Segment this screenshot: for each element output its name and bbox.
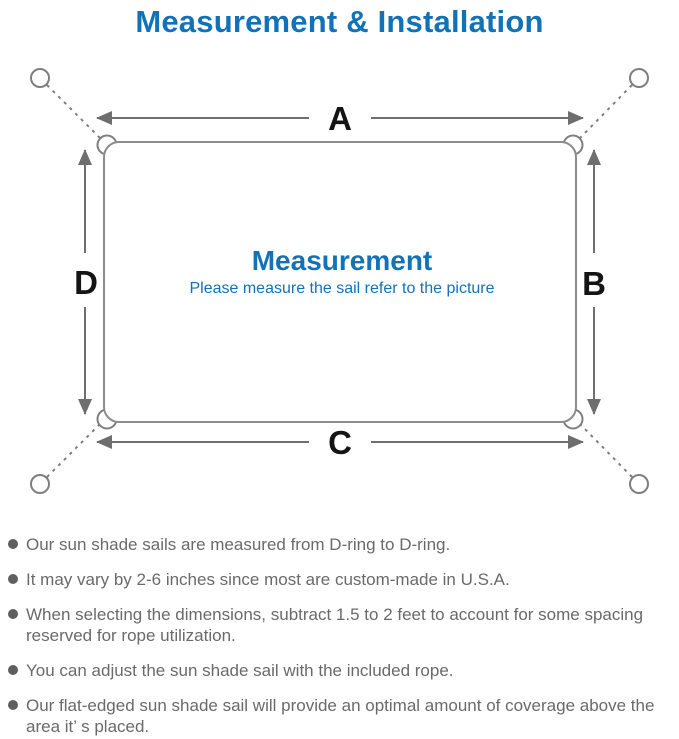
mounting-ring-icon-bottom-left: [30, 474, 50, 494]
mounting-ring-icon-bottom-right: [629, 474, 649, 494]
mounting-ring-icon-top-left: [30, 68, 50, 88]
side-label-a: A: [328, 100, 352, 137]
dashed-rope-line-bottom-left: [46, 422, 102, 478]
diagram-center-caption: Please measure the sail refer to the pic…: [189, 280, 494, 297]
dashed-rope-line-top-right: [578, 84, 633, 140]
note-item: Our sun shade sails are measured from D-…: [8, 534, 673, 555]
dashed-rope-line-top-left: [46, 84, 102, 140]
bullet-icon: [8, 574, 18, 584]
mounting-ring-icon-top-right: [629, 68, 649, 88]
note-text: You can adjust the sun shade sail with t…: [26, 661, 454, 680]
bullet-icon: [8, 700, 18, 710]
measurement-diagram: A B C D Measurement Please measure the s…: [30, 68, 649, 494]
sail-rectangle: [103, 141, 577, 423]
bullet-icon: [8, 609, 18, 619]
note-text: It may vary by 2-6 inches since most are…: [26, 570, 510, 589]
note-text: Our sun shade sails are measured from D-…: [26, 535, 451, 554]
note-item: When selecting the dimensions, subtract …: [8, 604, 673, 646]
note-item: Our flat-edged sun shade sail will provi…: [8, 695, 673, 737]
notes-list: Our sun shade sails are measured from D-…: [0, 534, 679, 739]
note-item: It may vary by 2-6 inches since most are…: [8, 569, 673, 590]
side-label-d: D: [74, 264, 98, 301]
note-text: Our flat-edged sun shade sail will provi…: [26, 696, 655, 736]
note-item: You can adjust the sun shade sail with t…: [8, 660, 673, 681]
side-label-c: C: [328, 424, 352, 461]
note-text: When selecting the dimensions, subtract …: [26, 605, 644, 645]
dashed-rope-line-bottom-right: [578, 422, 633, 478]
diagram-center-title: Measurement: [252, 245, 433, 276]
page-title: Measurement & Installation: [135, 4, 544, 39]
side-label-b: B: [582, 265, 606, 302]
bullet-icon: [8, 665, 18, 675]
bullet-icon: [8, 539, 18, 549]
